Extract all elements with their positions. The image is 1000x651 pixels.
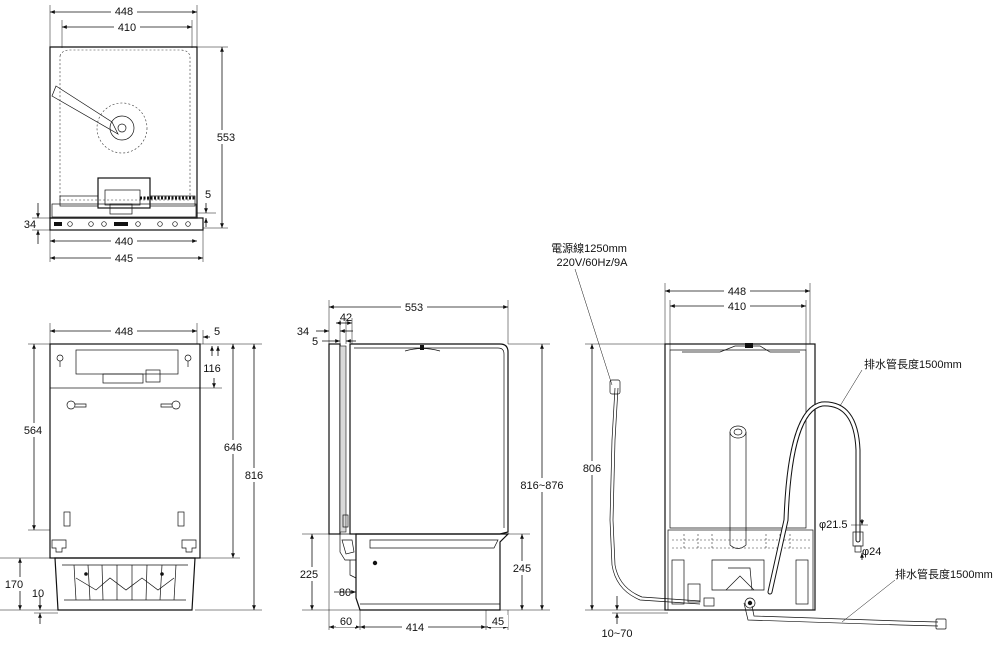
- rear-height: 806: [583, 463, 601, 475]
- rear-view: 電源線1250mm 220V/60Hz/9A 448 410: [551, 241, 993, 640]
- side-view: 553 42 34 5 816~876: [297, 300, 570, 634]
- drain-hose-label-top: 排水管長度1500mm: [864, 357, 962, 371]
- top-width-outer: 448: [115, 6, 133, 18]
- side-door-gap: 5: [312, 336, 318, 348]
- front-offset: 5: [214, 326, 220, 338]
- side-rear-setback: 45: [492, 616, 504, 628]
- top-depth: 553: [217, 132, 235, 144]
- front-mid-height: 646: [224, 442, 242, 454]
- top-base-width-outer: 445: [115, 253, 133, 265]
- side-depth: 553: [405, 302, 423, 314]
- hose-dia-inner: φ24: [862, 546, 881, 558]
- drain-hose-label-bottom: 排水管長度1500mm: [895, 567, 993, 581]
- rear-filter-grid: [672, 534, 810, 591]
- rear-width-inner: 410: [728, 301, 746, 313]
- top-gap: 5: [205, 189, 211, 201]
- front-view: 448 5: [0, 323, 267, 624]
- front-foot-height: 170: [5, 579, 23, 591]
- side-door-offset: 42: [340, 312, 352, 324]
- top-base-height: 34: [24, 219, 36, 231]
- power-cord-label: 電源線1250mm: [551, 241, 627, 255]
- top-base-width-inner: 440: [115, 236, 133, 248]
- front-panel-height: 564: [24, 425, 42, 437]
- side-front-setback: 60: [340, 616, 352, 628]
- side-plinth-height: 225: [300, 569, 318, 581]
- side-height-range: 816~876: [520, 480, 563, 492]
- side-rear-height: 245: [513, 563, 531, 575]
- top-view: 448 410: [24, 5, 238, 265]
- side-door-thickness: 34: [297, 326, 309, 338]
- side-foot-depth: 80: [339, 587, 351, 599]
- top-width-inner: 410: [118, 22, 136, 34]
- hose-dia-outer: φ21.5: [819, 519, 848, 531]
- front-total-height: 816: [245, 470, 263, 482]
- control-buttons: [67, 221, 191, 227]
- power-spec-label: 220V/60Hz/9A: [557, 257, 629, 269]
- rear-adjust: 10~70: [602, 628, 633, 640]
- front-top-panel: 116: [203, 363, 221, 375]
- side-base-length: 414: [406, 622, 424, 634]
- front-width: 448: [115, 326, 133, 338]
- front-base-grille: [62, 564, 188, 601]
- rear-width-outer: 448: [728, 286, 746, 298]
- front-foot-offset: 10: [32, 588, 44, 600]
